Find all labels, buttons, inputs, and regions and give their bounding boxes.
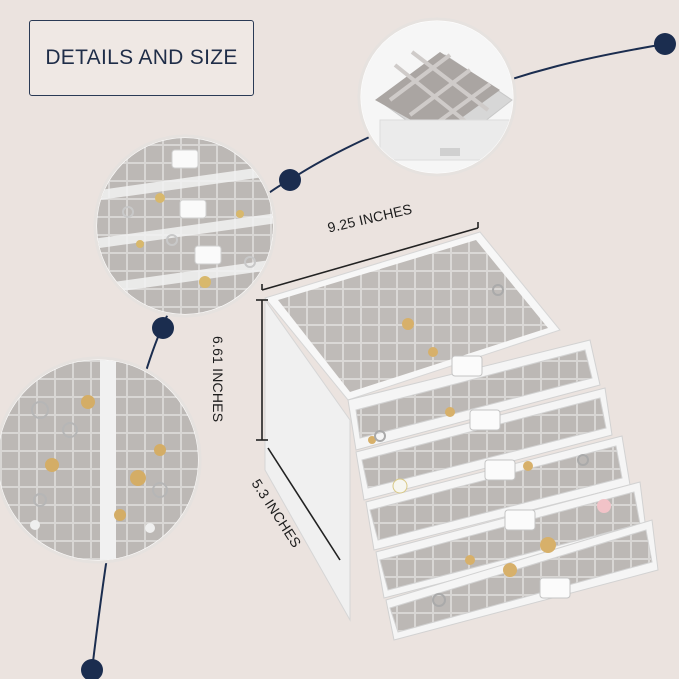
detail-circle-tray: [357, 17, 517, 177]
connector-dot: [81, 659, 103, 679]
connector-dot: [279, 169, 301, 191]
page-title: DETAILS AND SIZE: [45, 46, 238, 69]
detail-circle-drawers: [93, 134, 277, 318]
dimension-height-label: 6.61 INCHES: [210, 336, 226, 423]
connector-dot: [654, 33, 676, 55]
title-box: DETAILS AND SIZE: [29, 20, 254, 96]
connector-dot: [152, 317, 174, 339]
detail-circle-compartments: [0, 356, 202, 564]
jewelry-box-illustration: [264, 231, 659, 641]
dimension-lines: [256, 222, 479, 561]
